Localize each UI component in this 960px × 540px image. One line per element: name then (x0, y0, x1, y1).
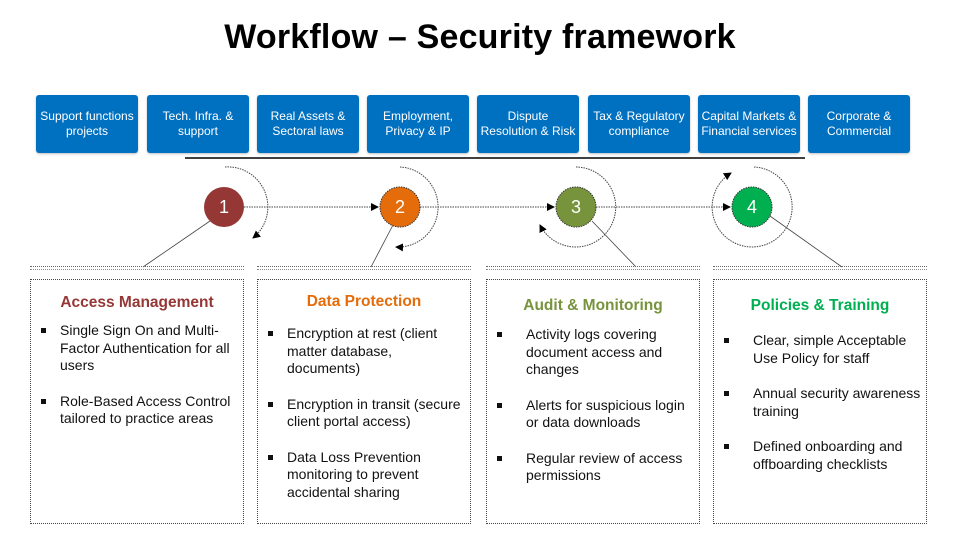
bullet-icon (268, 454, 273, 460)
tab-label: Real Assets & Sectoral laws (270, 109, 346, 138)
list-item: Encryption at rest (client matter databa… (268, 325, 466, 378)
list-item: Clear, simple Acceptable Use Policy for … (724, 332, 922, 367)
list-item: Regular review of access permissions (497, 450, 695, 485)
list-item: Alerts for suspicious login or data down… (497, 397, 695, 432)
card-title: Data Protection (306, 293, 422, 310)
list-item-text: Role-Based Access Control tailored to pr… (60, 392, 231, 427)
tab-label: Corporate & Commercial (826, 109, 892, 138)
tab-label: Tech. Infra. & support (162, 109, 234, 138)
card-title: Policies & Training (750, 297, 890, 314)
bullet-icon (497, 402, 502, 408)
step-1-number: 1 (218, 196, 229, 217)
bullet-icon (724, 338, 729, 343)
list-item-text: Single Sign On and Multi-Factor Authenti… (60, 322, 230, 373)
card-list: Single Sign On and Multi-Factor Authenti… (31, 322, 243, 428)
list-item: Role-Based Access Control tailored to pr… (41, 393, 239, 428)
leader-line-4 (769, 215, 843, 268)
cycle-arrow-1 (224, 166, 269, 239)
leader-line-1 (142, 220, 211, 268)
list-item: Defined onboarding and offboarding check… (724, 438, 922, 473)
tab-label: Support functions projects (40, 109, 134, 138)
leader-line-2 (370, 224, 394, 268)
tab-corporate-commercial[interactable]: Corporate & Commercial (808, 95, 910, 153)
list-item: Single Sign On and Multi-Factor Authenti… (41, 322, 239, 375)
step-1-circle (204, 187, 244, 227)
card-separator-3 (486, 266, 700, 270)
card-access-management: Access Management Single Sign On and Mul… (30, 279, 244, 524)
bullet-icon (497, 332, 502, 337)
page-title: Workflow – Security framework (224, 18, 736, 56)
step-3-circle (555, 186, 597, 228)
list-item-text: Regular review of access permissions (526, 449, 683, 484)
tab-support-functions[interactable]: Support functions projects (36, 95, 138, 153)
tab-label: Dispute Resolution & Risk (480, 109, 576, 138)
tab-label: Employment, Privacy & IP (382, 109, 454, 138)
cycle-arrow-2 (395, 166, 439, 252)
tab-dispute-resolution[interactable]: Dispute Resolution & Risk (477, 95, 579, 153)
card-data-protection: Data Protection Encryption at rest (clie… (257, 279, 471, 524)
bullet-icon (724, 391, 729, 396)
bullet-icon (41, 328, 46, 333)
card-separator-4 (713, 266, 927, 270)
list-item-text: Activity logs covering document access a… (526, 326, 663, 377)
bullet-icon (268, 331, 273, 336)
list-item: Annual security awareness training (724, 385, 922, 420)
card-list: Activity logs covering document access a… (487, 326, 699, 485)
step-2-number: 2 (394, 196, 405, 217)
list-item-text: Data Loss Prevention monitoring to preve… (287, 448, 421, 500)
list-item-text: Clear, simple Acceptable Use Policy for … (753, 332, 907, 366)
card-separator-1 (30, 266, 244, 270)
tab-label: Tax & Regulatory compliance (593, 109, 685, 138)
card-list: Encryption at rest (client matter databa… (258, 325, 470, 501)
bullet-icon (268, 401, 273, 407)
card-separator-2 (257, 266, 471, 270)
card-title: Access Management (60, 294, 214, 311)
tab-tech-infra[interactable]: Tech. Infra. & support (147, 95, 249, 153)
card-list: Clear, simple Acceptable Use Policy for … (714, 332, 926, 473)
list-item-text: Encryption in transit (secure client por… (287, 395, 461, 430)
card-audit-monitoring: Audit & Monitoring Activity logs coverin… (486, 279, 700, 524)
bullet-icon (724, 444, 729, 449)
step-4-circle (731, 186, 773, 228)
step-3-number: 3 (570, 196, 581, 217)
step-2-circle (379, 186, 421, 228)
tab-employment-privacy[interactable]: Employment, Privacy & IP (367, 95, 469, 153)
list-item-text: Defined onboarding and offboarding check… (753, 438, 903, 472)
list-item: Encryption in transit (secure client por… (268, 396, 466, 431)
tab-label: Capital Markets & Financial services (701, 109, 797, 138)
list-item-text: Alerts for suspicious login or data down… (526, 396, 685, 431)
list-item-text: Encryption at rest (client matter databa… (287, 325, 438, 376)
list-item: Data Loss Prevention monitoring to preve… (268, 449, 466, 502)
tab-capital-markets[interactable]: Capital Markets & Financial services (698, 95, 800, 153)
list-item: Activity logs covering document access a… (497, 326, 695, 379)
bullet-icon (41, 398, 46, 404)
list-item-text: Annual security awareness training (753, 385, 921, 419)
bullet-icon (497, 455, 502, 461)
card-title: Audit & Monitoring (523, 297, 663, 314)
tab-real-assets[interactable]: Real Assets & Sectoral laws (257, 95, 359, 153)
tab-tax-regulatory[interactable]: Tax & Regulatory compliance (588, 95, 690, 153)
leader-line-3 (591, 220, 637, 268)
cycle-arrow-4 (711, 166, 793, 248)
card-policies-training: Policies & Training Clear, simple Accept… (713, 279, 927, 524)
step-4-number: 4 (746, 196, 757, 217)
